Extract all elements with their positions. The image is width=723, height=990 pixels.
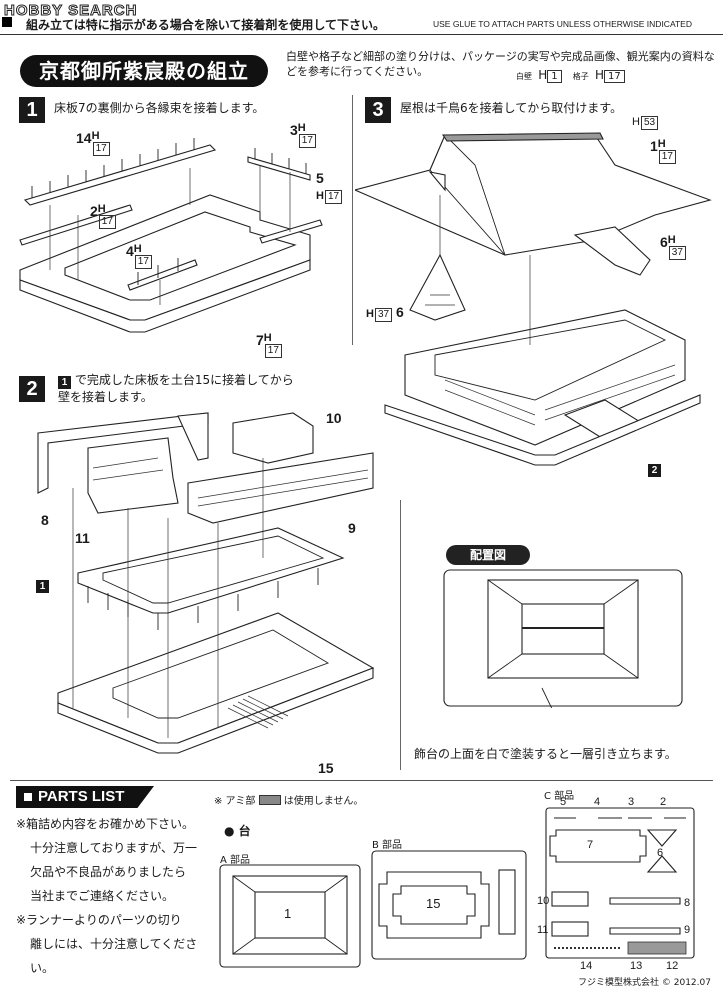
glue-notice-jp: 組み立ては特に指示がある場合を除いて接着剤を使用して下さい。 (26, 18, 386, 32)
step3-badge: 3 (365, 97, 391, 123)
step2-label-8: 8 (41, 512, 49, 528)
a-part-1: 1 (284, 906, 292, 921)
parts-note-4: ※ランナーよりのパーツの切り (16, 913, 182, 927)
floor-assembly-1 (77, 527, 345, 630)
b-parts-label: B 部品 (372, 840, 403, 851)
paint-lattice-code: 17 (604, 70, 625, 83)
step2-label-11: 11 (75, 530, 90, 546)
chidori-6-left (409, 253, 466, 321)
vertical-divider-lower (400, 500, 401, 770)
paint-lattice-label: 格子 (572, 72, 589, 81)
title-note: 白壁や格子など細部の塗り分けは、パッケージの実写や完成品画像、観光案内の資料など… (286, 50, 715, 78)
parts-square-icon (24, 793, 32, 801)
c-part-6: 6 (657, 847, 664, 859)
parts-divider (10, 780, 713, 781)
glue-notice-en: USE GLUE TO ATTACH PARTS UNLESS OTHERWIS… (433, 19, 692, 29)
temple-body-2 (384, 309, 701, 466)
step2-label-10: 10 (326, 410, 342, 426)
rail-14 (23, 138, 217, 206)
step2-label-9: 9 (348, 520, 356, 536)
step3-text: 屋根は千鳥6を接着してから取付けます。 (400, 101, 623, 115)
header-divider (0, 34, 723, 35)
c-part-8: 8 (684, 897, 691, 909)
layout-title: 配置図 (446, 545, 530, 565)
wall-10 (232, 412, 314, 464)
parts-heading-text: PARTS LIST (38, 788, 125, 805)
a-parts-runner (219, 864, 361, 968)
parts-heading: PARTS LIST (16, 786, 154, 808)
layout-title-text: 配置図 (469, 548, 506, 562)
step1-diagram (19, 138, 323, 333)
header-bar: HOBBY SEARCH 組み立ては特に指示がある場合を除いて接着剤を使用して下… (0, 0, 723, 36)
mesh-note: ※ アミ部 は使用しません。 (214, 795, 364, 807)
rail-4 (127, 258, 198, 291)
mesh-swatch (258, 795, 281, 805)
footer-company: フジミ模型株式会社 © 2012.07 (578, 978, 711, 988)
wall-11 (87, 437, 179, 514)
layout-caption: 飾台の上面を白で塗装すると一層引き立ちます。 (414, 747, 677, 761)
parts-note-0: ※箱詰め内容をお確かめ下さい。 (16, 817, 195, 831)
page-title: 京都御所紫宸殿の組立 (20, 55, 268, 87)
step2-text-b: 壁を接着します。 (58, 390, 153, 404)
vertical-divider (352, 95, 353, 345)
step2-badge: 2 (19, 376, 45, 402)
step2-diagram (37, 412, 375, 754)
paint-white-label: 白壁 (516, 72, 532, 81)
c-parts-label: C 部品 (544, 791, 575, 802)
step2-text-a: で完成した床板を土台15に接着してから (74, 373, 294, 387)
step2-ref-badge: 1 (58, 376, 71, 389)
parts-note-3: 当社までご連絡ください。 (30, 889, 175, 903)
paint-lattice-prefix: H (594, 68, 604, 82)
rail-5 (259, 219, 323, 244)
parts-notes: ※箱詰め内容をお確かめ下さい。 十分注意しておりますが、万一 欠品や不良品があり… (16, 812, 206, 980)
a-parts-label: A 部品 (220, 855, 251, 866)
c-part-7: 7 (587, 839, 594, 851)
c-parts-runner (545, 807, 695, 959)
b-part-15: 15 (426, 896, 441, 911)
page-title-text: 京都御所紫宸殿の組立 (39, 59, 249, 83)
step1-text: 床板7の裏側から各縁束を接着します。 (54, 101, 265, 115)
step1-badge: 1 (19, 97, 45, 123)
warning-icon (2, 17, 12, 27)
layout-diagram (443, 569, 683, 708)
floor-board-7 (19, 194, 311, 333)
c-part-11: 11 (537, 924, 549, 936)
parts-note-5: 離しには、十分注意してくださ (30, 937, 198, 951)
step2-text: 1 で完成した床板を土台15に接着してから 壁を接着します。 (58, 372, 294, 405)
c-part-9: 9 (684, 924, 691, 936)
base-label: ● 台 (224, 824, 251, 838)
paint-white-code: 1 (547, 70, 562, 83)
rail-3 (247, 148, 311, 181)
b-parts-runner (371, 850, 527, 960)
watermark: HOBBY SEARCH (3, 2, 138, 20)
step2-label-15: 15 (318, 760, 334, 776)
step2-label-1: 1 (36, 573, 49, 593)
c-part-10: 10 (537, 895, 550, 907)
wall-8 (37, 412, 209, 494)
chidori-6-right (573, 226, 651, 276)
roof-1 (355, 132, 712, 256)
base-15 (57, 612, 375, 754)
wall-9 (187, 452, 374, 524)
step3-label-2: 2 (648, 457, 661, 477)
paint-white-prefix: H (538, 68, 548, 82)
parts-note-1: 十分注意しておりますが、万一 (30, 841, 198, 855)
parts-note-2: 欠品や不良品がありましたら (30, 865, 187, 879)
step3-diagram (355, 132, 712, 466)
parts-note-6: い。 (30, 961, 55, 975)
